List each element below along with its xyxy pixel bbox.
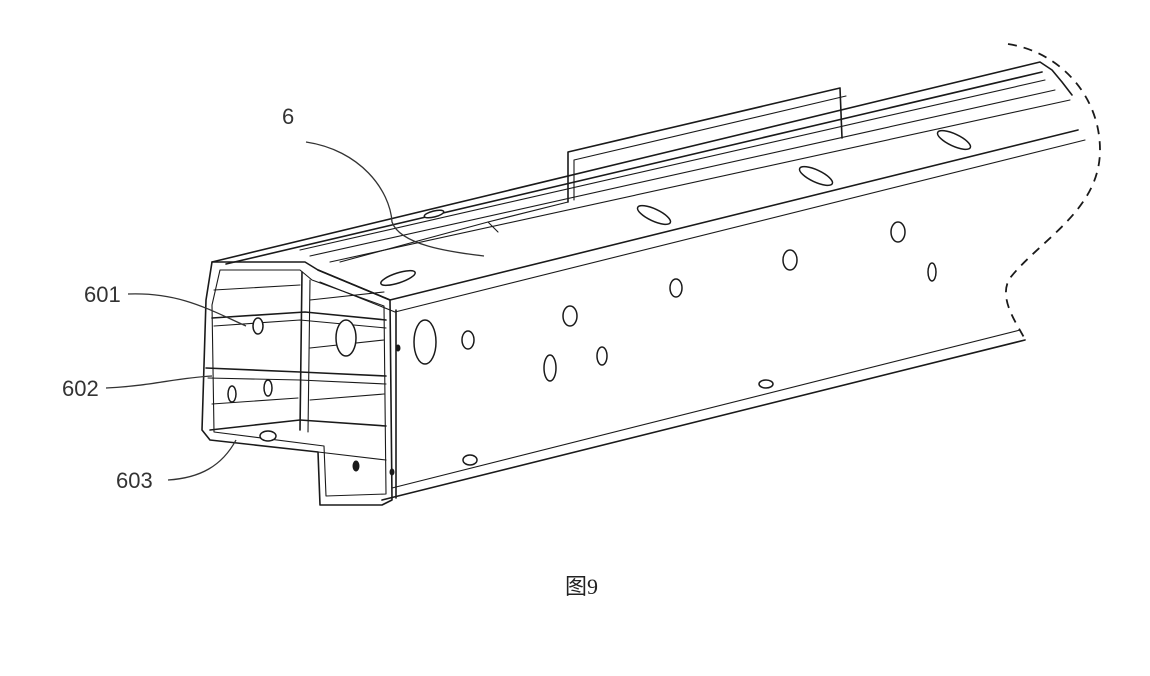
raised-plate-edge <box>573 95 847 201</box>
side-hole-6 <box>543 354 557 382</box>
top-slot-5 <box>423 209 445 219</box>
label-6: 6 <box>282 104 294 129</box>
cell-depth-1 <box>213 284 301 291</box>
cell-hole-4 <box>263 379 273 397</box>
leader-603 <box>167 439 237 481</box>
beam-drawing <box>201 43 1101 506</box>
side-hole-5 <box>890 221 906 243</box>
section-web-low <box>209 419 387 431</box>
side-hole-large <box>413 319 437 365</box>
top-rail-line-2 <box>309 89 1056 257</box>
section-web-mid <box>205 367 387 377</box>
raised-plate <box>567 87 843 203</box>
cell-hole-6 <box>352 460 360 472</box>
top-slot-3 <box>798 165 834 187</box>
figure-caption: 图9 <box>565 574 598 599</box>
leader-601 <box>127 293 247 327</box>
section-vertical-web-2 <box>307 279 311 433</box>
side-dot-2 <box>389 468 395 476</box>
section-web-top <box>211 311 387 321</box>
break-line <box>1005 43 1101 343</box>
cell-hole-2 <box>335 319 357 357</box>
beam-top-inner-edge <box>225 71 1043 265</box>
cell-depth-2 <box>309 291 385 301</box>
top-slot-2 <box>636 204 672 226</box>
beam-top-front-edge-2 <box>319 139 1086 313</box>
top-rail-line-3 <box>329 99 1071 263</box>
side-hole-2 <box>562 305 578 327</box>
leader-602 <box>105 375 213 389</box>
cell-depth-5 <box>211 397 299 405</box>
side-hole-4 <box>782 249 798 271</box>
section-vertical-web <box>299 271 303 431</box>
beam-top-outer-edge <box>211 61 1073 263</box>
label-601: 601 <box>84 282 121 307</box>
cell-depth-4 <box>309 393 385 401</box>
side-hole-1 <box>461 330 475 350</box>
side-hole-8 <box>927 262 937 282</box>
leader-6 <box>305 141 485 257</box>
side-hole-7 <box>596 346 608 366</box>
side-hole-9 <box>758 379 774 389</box>
side-hole-10 <box>462 454 478 466</box>
section-outer-profile <box>201 261 393 506</box>
beam-side-lower-line <box>391 329 1021 489</box>
section-web-mid-2 <box>207 377 387 385</box>
cell-hole-5 <box>259 430 277 442</box>
top-slot-1 <box>380 269 416 287</box>
cell-hole-3 <box>227 385 237 403</box>
side-dot-1 <box>395 344 401 352</box>
beam-side-bottom-edge <box>381 339 1026 501</box>
cell-hole-1 <box>252 317 264 335</box>
label-602: 602 <box>62 376 99 401</box>
side-hole-3 <box>669 278 683 298</box>
section-web-top-2 <box>213 319 387 329</box>
raised-plate-base-2 <box>339 221 499 263</box>
raised-plate-base <box>487 201 569 223</box>
section-bottom-notch <box>317 451 387 461</box>
top-rail-line-1 <box>299 79 1046 251</box>
label-603: 603 <box>116 468 153 493</box>
top-slot-4 <box>936 129 972 151</box>
